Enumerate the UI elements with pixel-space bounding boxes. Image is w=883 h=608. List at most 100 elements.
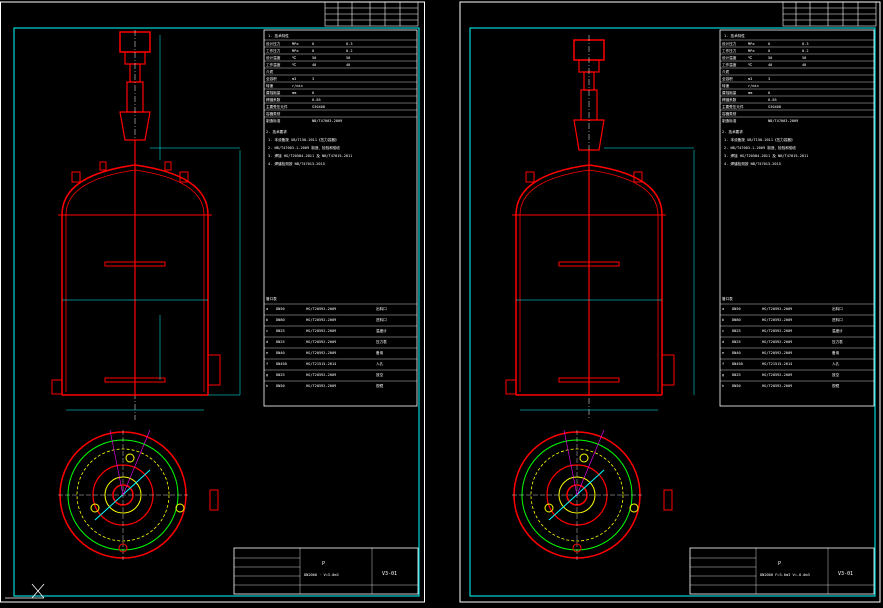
tech-cell: ℃	[292, 63, 297, 67]
notes-header-right: 2. 技术要求	[722, 129, 743, 134]
tech-cell-right: 制造标准	[722, 118, 737, 123]
tech-cell-right: 0	[768, 42, 770, 46]
tech-cell-right: r/min	[748, 84, 759, 88]
ucs-icon	[5, 583, 45, 599]
nozzle-cell-right: 备用	[832, 350, 840, 355]
tech-cell: 40	[346, 63, 350, 67]
tech-cell: 工作压力	[266, 48, 281, 53]
tech-cell: 焊缝系数	[266, 97, 281, 102]
tech-cell-right: 40	[768, 63, 772, 67]
tech-cell-right: 工作温度	[722, 62, 737, 67]
nozzle-cell-right: HG/T20592-2009	[762, 318, 792, 322]
vessel-elevation-right	[505, 35, 695, 420]
nozzle-cell: HG/T21515-2014	[306, 362, 336, 366]
nozzle-cell: 视镜	[376, 383, 384, 388]
tech-cell: 40	[312, 63, 316, 67]
tech-cell-right: m3	[748, 77, 752, 81]
tech-cell: 制造标准	[266, 118, 281, 123]
nozzle-cell-right: DN80	[732, 318, 741, 322]
note-line: 1. 本设备按 GB/T150-2011《压力容器》	[268, 137, 339, 142]
tech-cell: 腐蚀裕量	[266, 90, 281, 95]
nozzle-cell: DN25	[276, 329, 285, 333]
tech-cell-right: S30408	[768, 105, 781, 109]
title-block-right: P DN2000 F=3.0m3 V=-0.0m3 V3-01	[689, 547, 875, 595]
nozzle-cell-right: c	[722, 329, 724, 333]
note-line: 4. 焊缝检测按 NB/T47013-2015	[268, 161, 325, 166]
title-block: P DN2000 · V=3.0m3 V3-01	[233, 547, 419, 595]
tech-cell: 主要受压元件	[266, 104, 288, 109]
tech-cell-right: 腐蚀裕量	[722, 90, 737, 95]
nozzle-cell-right: 压力表	[832, 339, 843, 344]
nozzle-cell: g	[266, 373, 268, 377]
nozzle-cell-right: DN40	[732, 351, 741, 355]
tech-cell-right: 0.2	[802, 49, 809, 53]
tech-table-header: 1. 技术特性	[268, 33, 289, 38]
nozzle-cell: a	[266, 307, 268, 311]
tech-cell-right: ℃	[748, 56, 753, 60]
nozzle-cell: b	[266, 318, 268, 322]
nozzle-cell: f	[266, 362, 268, 366]
tech-cell-right: 3	[768, 77, 770, 81]
tech-cell: MPa	[292, 42, 299, 46]
note-line: 2. NB/T47003.1-2009 制造、检验和验收	[268, 145, 340, 150]
tech-cell-right: MPa	[748, 42, 755, 46]
nozzle-cell: HG/T20592-2009	[306, 384, 336, 388]
tech-cell: ℃	[292, 56, 297, 60]
tech-cell-right: 焊缝系数	[722, 97, 737, 102]
inner-frame	[13, 27, 420, 597]
tech-cell: 50	[312, 56, 316, 60]
nozzle-cell-right: HG/T20592-2009	[762, 373, 792, 377]
nozzle-cell: 人孔	[376, 361, 384, 366]
tech-cell: r/min	[292, 84, 303, 88]
nozzle-cell-right: DN50	[732, 384, 741, 388]
nozzle-cell-right: HG/T20592-2009	[762, 340, 792, 344]
vessel-plan-view	[58, 429, 219, 560]
nozzle-cell: DN50	[276, 384, 285, 388]
tech-cell-right: 工作压力	[722, 48, 737, 53]
nozzle-cell: DN450	[276, 362, 287, 366]
nozzle-cell: HG/T20592-2009	[306, 307, 336, 311]
tech-cell: m3	[292, 77, 296, 81]
nozzle-cell: HG/T20592-2009	[306, 340, 336, 344]
tech-cell-right: 容器类别	[722, 111, 737, 116]
nozzle-cell: 出料口	[376, 306, 387, 311]
title-line2-right: DN2000 F=3.0m3 V=-0.0m3	[760, 573, 810, 577]
nozzle-cell-right: HG/T20592-2009	[762, 307, 792, 311]
tech-cell-right: 设计压力	[722, 41, 737, 46]
tech-cell: 设计压力	[266, 41, 281, 46]
tech-cell: 3	[312, 77, 314, 81]
tech-cell: mm	[292, 91, 296, 95]
nozzle-cell-right: HG/T20592-2009	[762, 351, 792, 355]
nozzle-cell: HG/T20592-2009	[306, 329, 336, 333]
nozzle-cell: HG/T20592-2009	[306, 373, 336, 377]
notes-header: 2. 技术要求	[266, 129, 287, 134]
nozzle-cell-right: g	[722, 373, 724, 377]
tech-cell: 0.3	[346, 42, 353, 46]
nozzle-cell: HG/T20592-2009	[306, 351, 336, 355]
tech-cell: 转速	[266, 83, 274, 88]
tech-cell: 0	[312, 91, 314, 95]
tech-cell-right: 0.3	[802, 42, 809, 46]
tech-table-header-right: 1. 技术特性	[724, 33, 745, 38]
nozzle-cell-right: f	[722, 362, 724, 366]
nozzle-cell-right: DN25	[732, 340, 741, 344]
nozzle-cell-right: 进料口	[832, 317, 843, 322]
nozzle-cell-right: a	[722, 307, 724, 311]
nozzle-cell: DN25	[276, 340, 285, 344]
nozzle-cell: c	[266, 329, 268, 333]
nozzle-cell-right: d	[722, 340, 724, 344]
tech-cell: 0.85	[312, 98, 321, 102]
nozzle-cell-right: HG/T20592-2009	[762, 329, 792, 333]
drawing-number-right: V3-01	[838, 571, 853, 577]
title-line1-right: P	[778, 561, 781, 567]
title-line2-left: DN2000 · V=3.0m3	[304, 573, 339, 577]
nozzle-cell: 进料口	[376, 317, 387, 322]
nozzle-cell: 备用	[376, 350, 384, 355]
nozzle-cell: 放空	[376, 372, 384, 377]
nozzle-cell-right: 视镜	[832, 383, 840, 388]
note-line: 3. 焊接 HG/T20584-2011 及 NB/T47015-2011	[268, 153, 352, 158]
note-line-right: 3. 焊接 HG/T20584-2011 及 NB/T47015-2011	[724, 153, 808, 158]
